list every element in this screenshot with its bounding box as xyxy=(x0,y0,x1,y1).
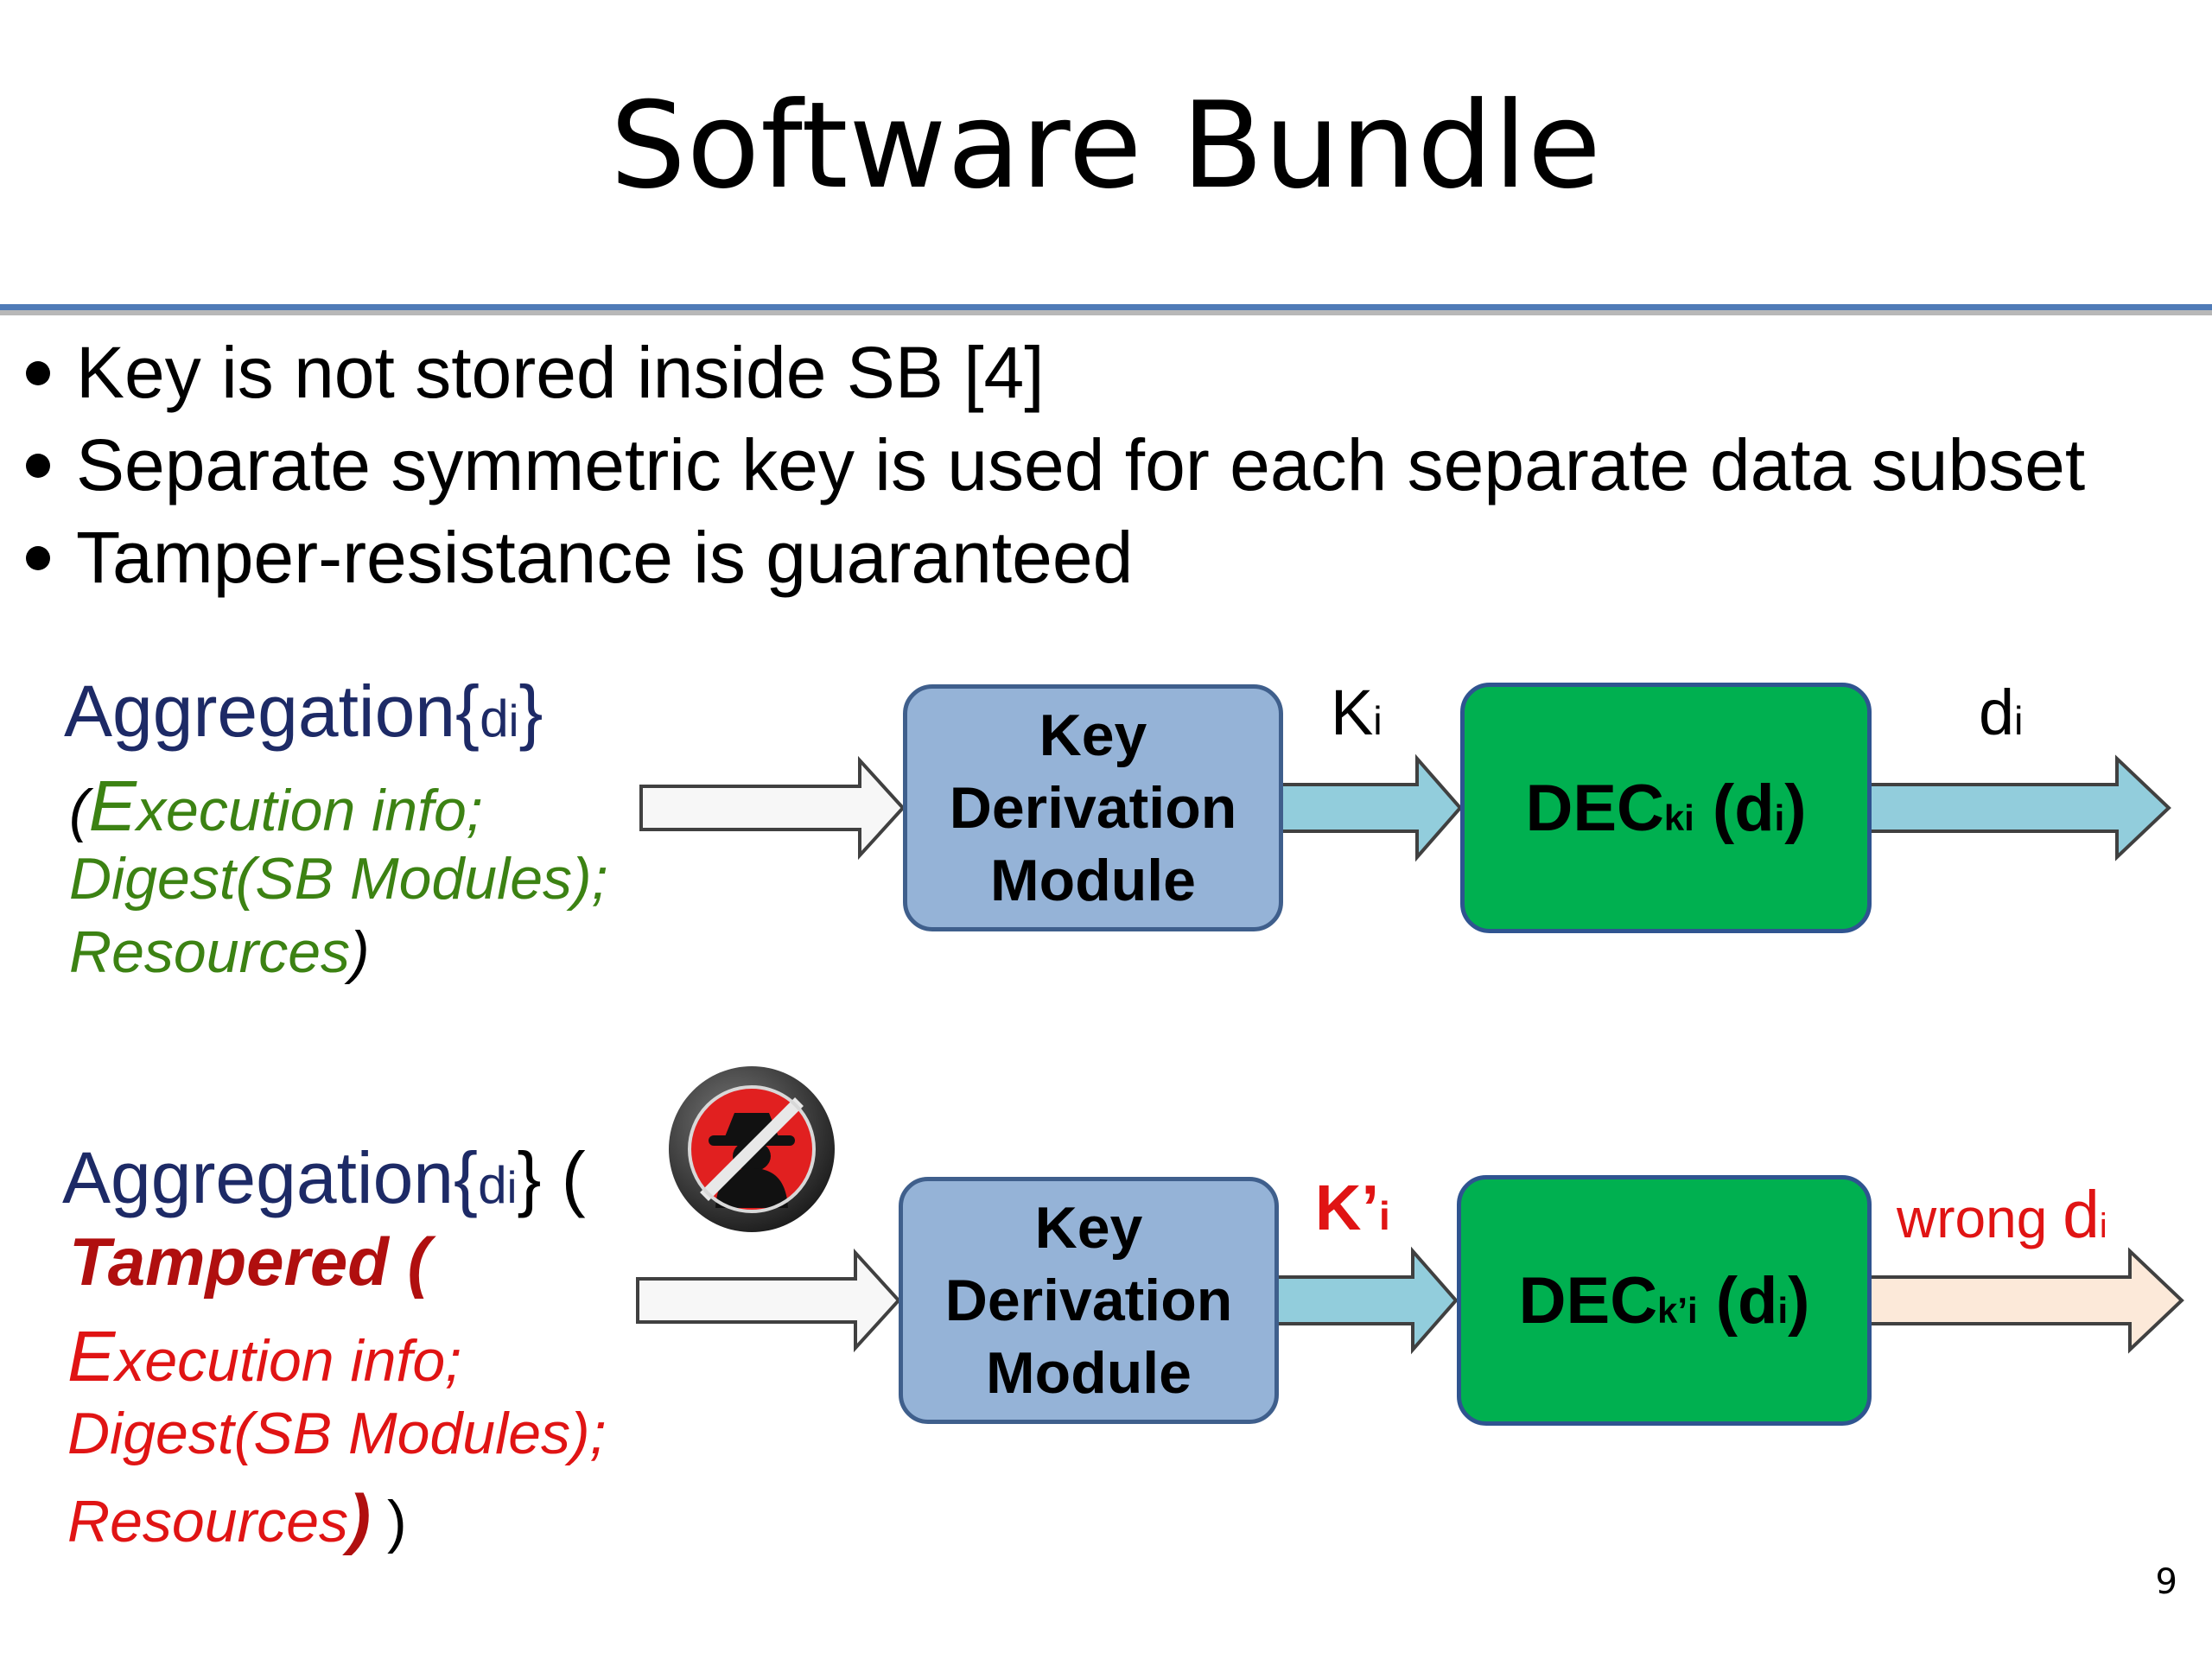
title-divider xyxy=(0,304,2212,310)
tampered-key-label: K’i xyxy=(1315,1172,1390,1243)
tampered-label: Tampered ( xyxy=(69,1224,430,1300)
input-arrow-top xyxy=(639,755,906,861)
execution-info-top: (Execution info; xyxy=(69,766,483,846)
key-derivation-module-bottom: Key Derivation Module xyxy=(899,1177,1279,1424)
key-derivation-module-top: Key Derivation Module xyxy=(903,684,1283,931)
aggregation-label-top: Aggregation{di} xyxy=(64,671,543,752)
decrypt-block-top: DECki (di) xyxy=(1460,683,1872,933)
wrong-output-label: wrong di xyxy=(1897,1178,2107,1252)
page-number: 9 xyxy=(2155,1562,2177,1602)
bullet-item: Separate symmetric key is used for each … xyxy=(22,419,2085,512)
output-arrow-top xyxy=(1868,754,2171,861)
execution-info-bottom: Execution info; xyxy=(67,1316,462,1396)
digest-top: Digest(SB Modules); xyxy=(69,846,608,912)
bullet-item: Tamper-resistance is guaranteed xyxy=(22,512,2085,604)
key-arrow-top xyxy=(1277,753,1463,862)
output-label-top: di xyxy=(1979,677,2024,748)
resources-bottom: Resources) ) xyxy=(67,1480,407,1556)
slide-title: Software Bundle xyxy=(610,76,1602,215)
title-divider-shadow xyxy=(0,310,2212,315)
no-hacker-icon xyxy=(665,1063,838,1236)
wrong-output-arrow xyxy=(1868,1247,2184,1354)
decrypt-block-bottom: DECk’i (di) xyxy=(1457,1175,1872,1426)
input-arrow-bottom xyxy=(636,1248,901,1353)
key-arrow-bottom xyxy=(1273,1246,1459,1355)
digest-bottom: Digest(SB Modules); xyxy=(67,1401,607,1466)
key-label-top: Ki xyxy=(1331,677,1382,748)
aggregation-label-bottom: Aggregation{di} ( xyxy=(62,1137,586,1218)
bullet-item: Key is not stored inside SB [4] xyxy=(22,327,2085,419)
bullet-list: Key is not stored inside SB [4] Separate… xyxy=(22,327,2085,604)
resources-top: Resources) xyxy=(69,919,370,985)
